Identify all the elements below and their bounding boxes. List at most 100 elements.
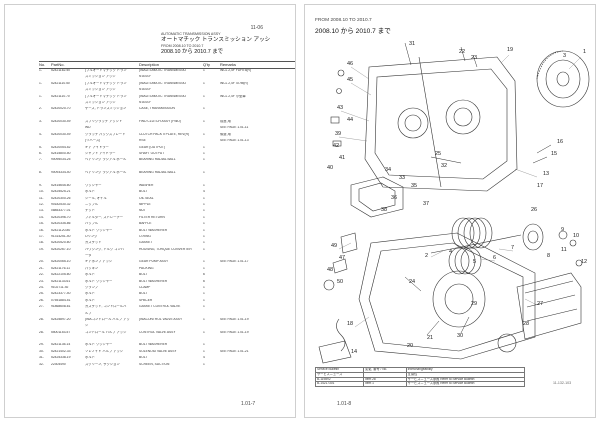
cell-pn: 52421402-33 [51, 349, 71, 353]
cell-qty: 1 [203, 349, 205, 353]
cell-qty: 1 [203, 107, 205, 111]
cell-jp: スミッション アッシ [85, 88, 116, 92]
output-gear [522, 223, 544, 251]
cell-pn: 52425897-20 [51, 317, 71, 321]
cell-rem: INCL 2,4F 4T/M(R) [220, 81, 248, 85]
callout-10: 10 [573, 233, 579, 239]
cell-desc: (INACONTROL VALVE ASSY [139, 317, 183, 321]
cell-jp: ワッシャー [85, 183, 102, 187]
cell-pn: 08853377-01 [51, 209, 71, 213]
cell-jp: ボルト ワッシャー [85, 279, 113, 283]
assy-title-en: AUTOMATIC TRANSMISSION ASSY [161, 32, 221, 36]
cell-no: 27- [39, 305, 44, 309]
cell-jp: コントロール バルブ アッシ [85, 330, 127, 334]
cell-qty: 1 [203, 266, 205, 270]
dipstick [418, 56, 442, 188]
cell-pn: 90093334-40 [51, 171, 71, 175]
cell-qty: 1 [203, 234, 205, 238]
callout-29: 29 [471, 301, 477, 307]
cell-qty: 1 [203, 292, 205, 296]
cell-jp: (リバース) [85, 139, 101, 143]
cell-desc: NUT [139, 209, 146, 213]
bulletin-cell: Item 1 [363, 381, 407, 387]
cell-desc: GEAR (OUTPUT) [139, 145, 166, 149]
cell-qty: 1 [203, 222, 205, 226]
converter-housing [358, 232, 536, 360]
cell-rem: SEE PAGE 1.01-19 [220, 317, 249, 321]
callout-44: 44 [347, 117, 353, 123]
table-row: ルブ [39, 312, 295, 317]
callout-12: 12 [581, 259, 587, 265]
cell-rem: 後退 用 [220, 132, 231, 136]
cell-rem: SEE PAGE 1.01-19 [220, 330, 249, 334]
callout-7: 7 [511, 245, 514, 251]
cell-desc: BAFFLE [139, 222, 152, 226]
cell-pn: 52415800-50 [51, 151, 71, 155]
cell-no: 1- [39, 69, 42, 72]
cell-no: 25- [39, 292, 44, 296]
cell-desc: FILTER RETURN [139, 215, 165, 219]
cell-desc: NIPPLE [139, 203, 151, 207]
cell-jp: ハウジング, トルク コンバ [85, 247, 125, 251]
callout-49: 49 [331, 243, 337, 249]
cell-pn: 22304490 [51, 362, 66, 366]
cell-pn: 52421110.50 [51, 81, 70, 85]
cell-desc: BOLT [139, 190, 148, 194]
cell-no: 18- [39, 241, 44, 245]
cell-no: 21- [39, 266, 44, 270]
callout-46: 46 [347, 61, 353, 67]
cell-no: 10- [39, 190, 44, 194]
cell-jp: ベアリング ラジアル ボール [85, 158, 127, 162]
pump [497, 333, 517, 353]
cell-no: 9- [39, 183, 42, 187]
cell-desc: SHAFT OUTPUT [139, 151, 165, 155]
cell-qty: 1 [203, 241, 205, 245]
table-row [39, 337, 295, 342]
cell-no: 23- [39, 279, 44, 283]
cell-qty: 1 [203, 286, 205, 290]
cell-pn: 52421176-11 [51, 266, 70, 270]
cell-jp: ギア アイドラー [85, 145, 109, 149]
cell-no: 16- [39, 228, 44, 232]
callout-50: 50 [337, 279, 343, 285]
cell-jp: クラッチ パックスプレート [85, 132, 126, 136]
cell-qty: 1 [203, 215, 205, 219]
case-inner-wall [374, 68, 508, 180]
cell-jp: ギアポンプ アッシ [85, 260, 113, 264]
callout-23: 23 [471, 55, 477, 61]
cell-desc: (INAUTOMATIC TRANSMISSIO [139, 81, 187, 85]
table-row [39, 165, 295, 170]
cell-qty: 1 [203, 203, 205, 207]
cell-desc: O-RING [139, 234, 151, 238]
cell-no: 26- [39, 298, 44, 302]
cell-jp: シール, オイル [85, 196, 107, 200]
cell-desc: BEARING RADIAL BALL [139, 171, 176, 175]
cell-desc: GASKET CONTROL VALVE [139, 305, 181, 309]
col-remarks: Remarks [220, 62, 237, 67]
transmission-case [364, 56, 518, 192]
table-row: 28-52425897-20(INAコントロール バルブ アッ(INACONTR… [39, 318, 295, 323]
cell-rem: INCL 2,4F FDHT5(R) [220, 69, 252, 72]
cell-desc: N ASSY [139, 100, 151, 104]
cell-no: 3- [39, 120, 42, 124]
col-partno: PartNo. [51, 62, 65, 67]
table-header-rule [39, 68, 295, 69]
cell-no: 1- [39, 94, 42, 98]
cell-pn: 90095034-25 [51, 158, 71, 162]
cell-qty: 4 [203, 356, 205, 360]
cell-pn: 52420520-60 [51, 241, 71, 245]
cell-pn: 52420054-52 [51, 145, 71, 149]
callout-34: 34 [385, 167, 391, 173]
